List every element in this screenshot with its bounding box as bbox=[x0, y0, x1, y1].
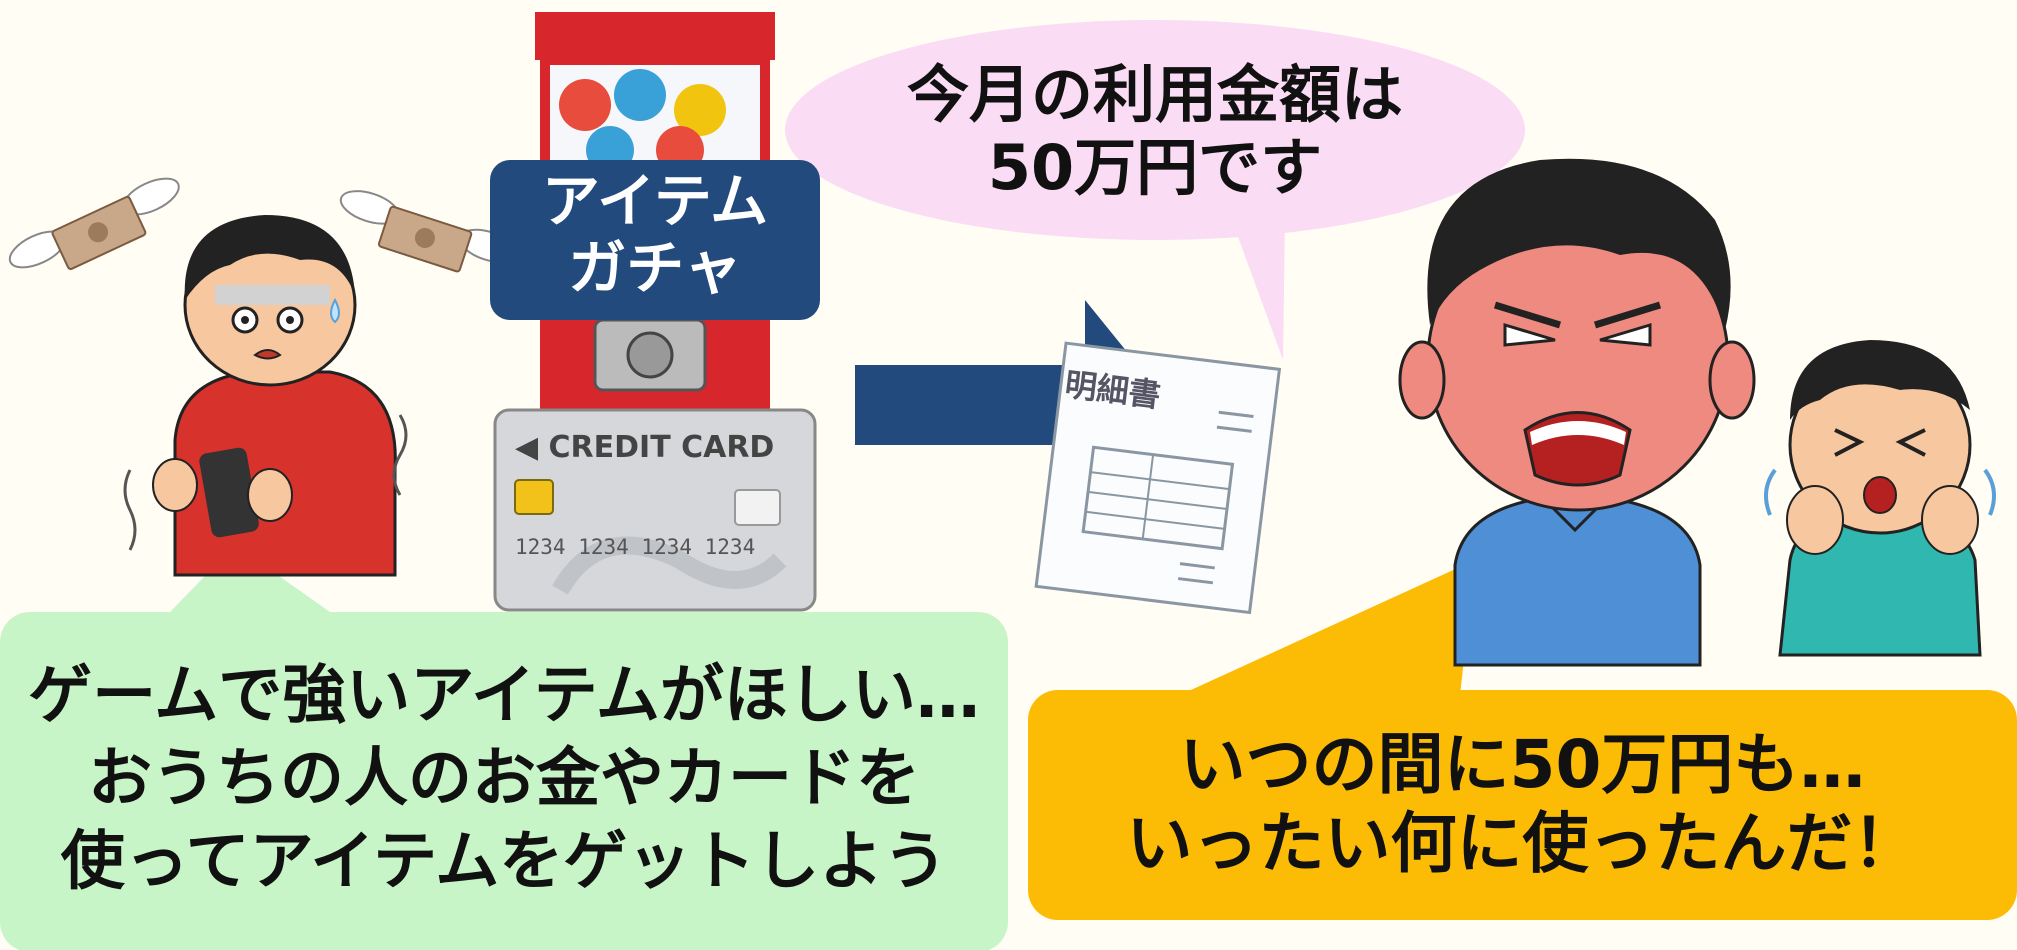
statement-bubble-text: 今月の利用金額は 50万円です bbox=[906, 58, 1403, 205]
card-brand-text: ◀ CREDIT CARD bbox=[515, 430, 775, 465]
boy-speech-bubble bbox=[0, 545, 1008, 950]
angry-father-icon bbox=[1398, 158, 1756, 667]
credit-card-icon bbox=[493, 408, 817, 612]
boy-bubble-text: ゲームで強いアイテムがほしい… おうちの人のお金やカードを 使ってアイテムをゲッ… bbox=[28, 659, 980, 900]
gacha-label-text: アイテム ガチャ bbox=[541, 167, 769, 302]
gacha-label bbox=[490, 160, 820, 320]
father-speech-bubble bbox=[1028, 560, 2017, 920]
crying-child-icon bbox=[1764, 340, 1996, 657]
boy-with-phone-icon bbox=[123, 215, 408, 577]
statement-document-icon bbox=[1034, 341, 1282, 615]
father-bubble-text: いつの間に50万円も… いったい何に使ったんだ！ bbox=[1126, 726, 1919, 883]
card-number-text: 1234 1234 1234 1234 bbox=[515, 535, 756, 559]
statement-speech-bubble bbox=[785, 20, 1525, 360]
